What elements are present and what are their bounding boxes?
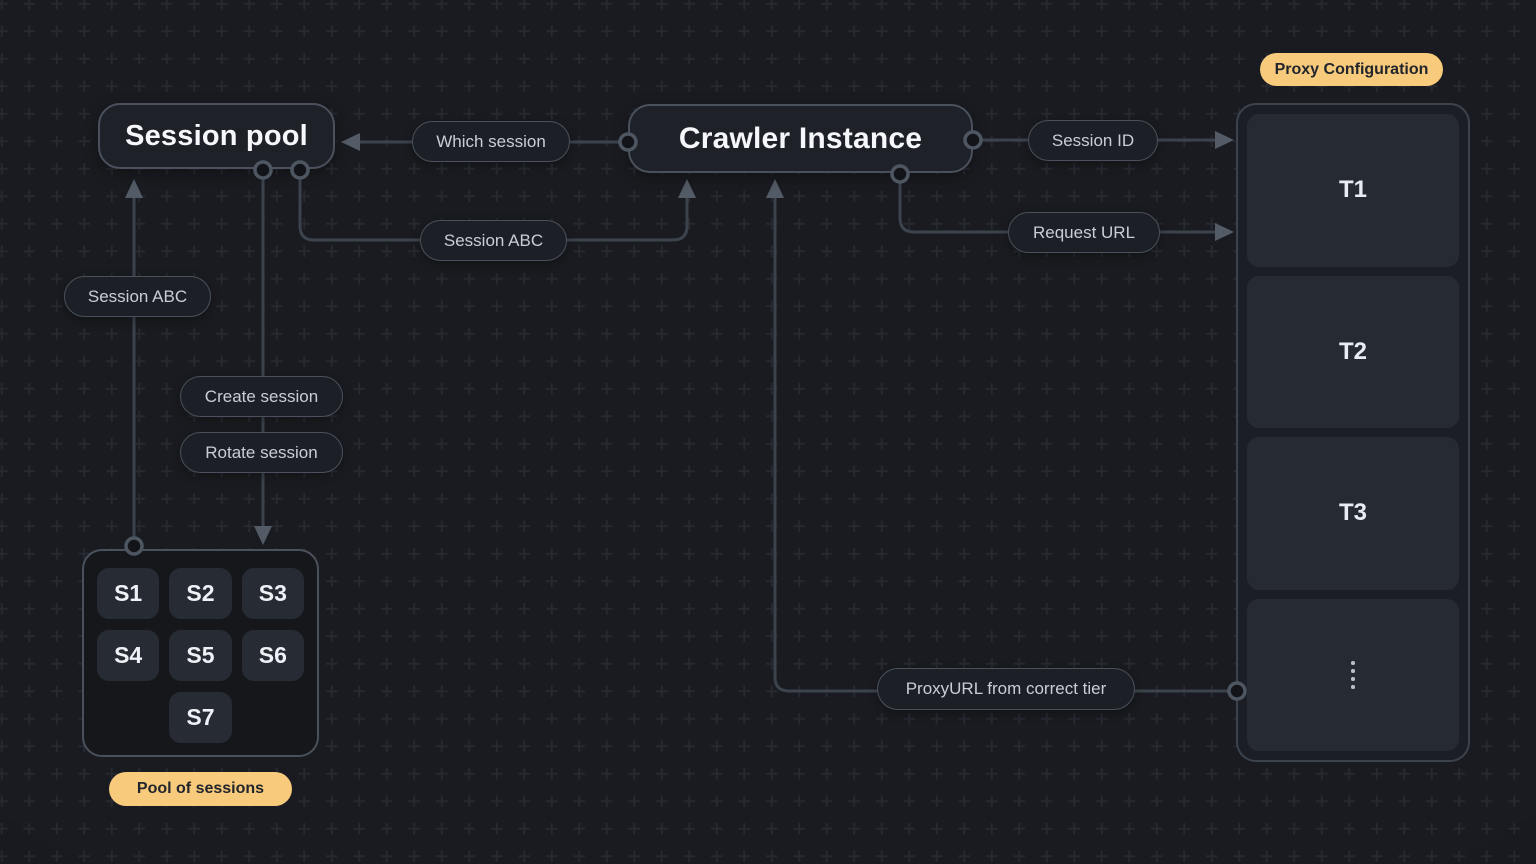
arrowhead-session-id xyxy=(1215,131,1234,149)
arrowhead-session-abc-up xyxy=(678,179,696,198)
session-abc-label-top: Session ABC xyxy=(420,220,567,261)
proxy-tier-tile: T3 xyxy=(1247,437,1459,590)
session-pool-node: Session pool xyxy=(98,103,335,169)
arrowhead-into-session-pool xyxy=(341,133,360,151)
more-tiers-tile xyxy=(1247,598,1459,751)
session-tile: S4 xyxy=(97,630,160,681)
session-tile: S7 xyxy=(169,692,232,743)
vertical-ellipsis-icon xyxy=(1351,657,1355,694)
proxy-tier-tile: T1 xyxy=(1247,114,1459,267)
session-abc-label-left: Session ABC xyxy=(64,276,211,317)
rotate-session-label: Rotate session xyxy=(180,432,343,473)
which-session-label: Which session xyxy=(412,121,570,162)
arrowhead-proxy-url-up xyxy=(766,179,784,198)
arrowhead-request-url xyxy=(1215,223,1234,241)
crawler-instance-node: Crawler Instance xyxy=(628,104,973,173)
session-id-label: Session ID xyxy=(1028,120,1158,161)
create-session-label: Create session xyxy=(180,376,343,417)
session-tile: S2 xyxy=(169,568,232,619)
proxy-url-label: ProxyURL from correct tier xyxy=(877,668,1135,710)
edge-proxy-url xyxy=(773,192,1230,693)
session-tile: S5 xyxy=(169,630,232,681)
session-tile: S6 xyxy=(241,630,304,681)
arrowhead-create-rotate-down xyxy=(254,526,272,545)
arrowhead-session-abc-left-up xyxy=(125,179,143,198)
session-tile: S1 xyxy=(97,568,160,619)
request-url-label: Request URL xyxy=(1008,212,1160,253)
pool-of-sessions-badge: Pool of sessions xyxy=(109,772,292,806)
proxy-configuration-badge: Proxy Configuration xyxy=(1260,53,1443,86)
session-tile: S3 xyxy=(241,568,304,619)
proxy-tier-tile: T2 xyxy=(1247,275,1459,428)
